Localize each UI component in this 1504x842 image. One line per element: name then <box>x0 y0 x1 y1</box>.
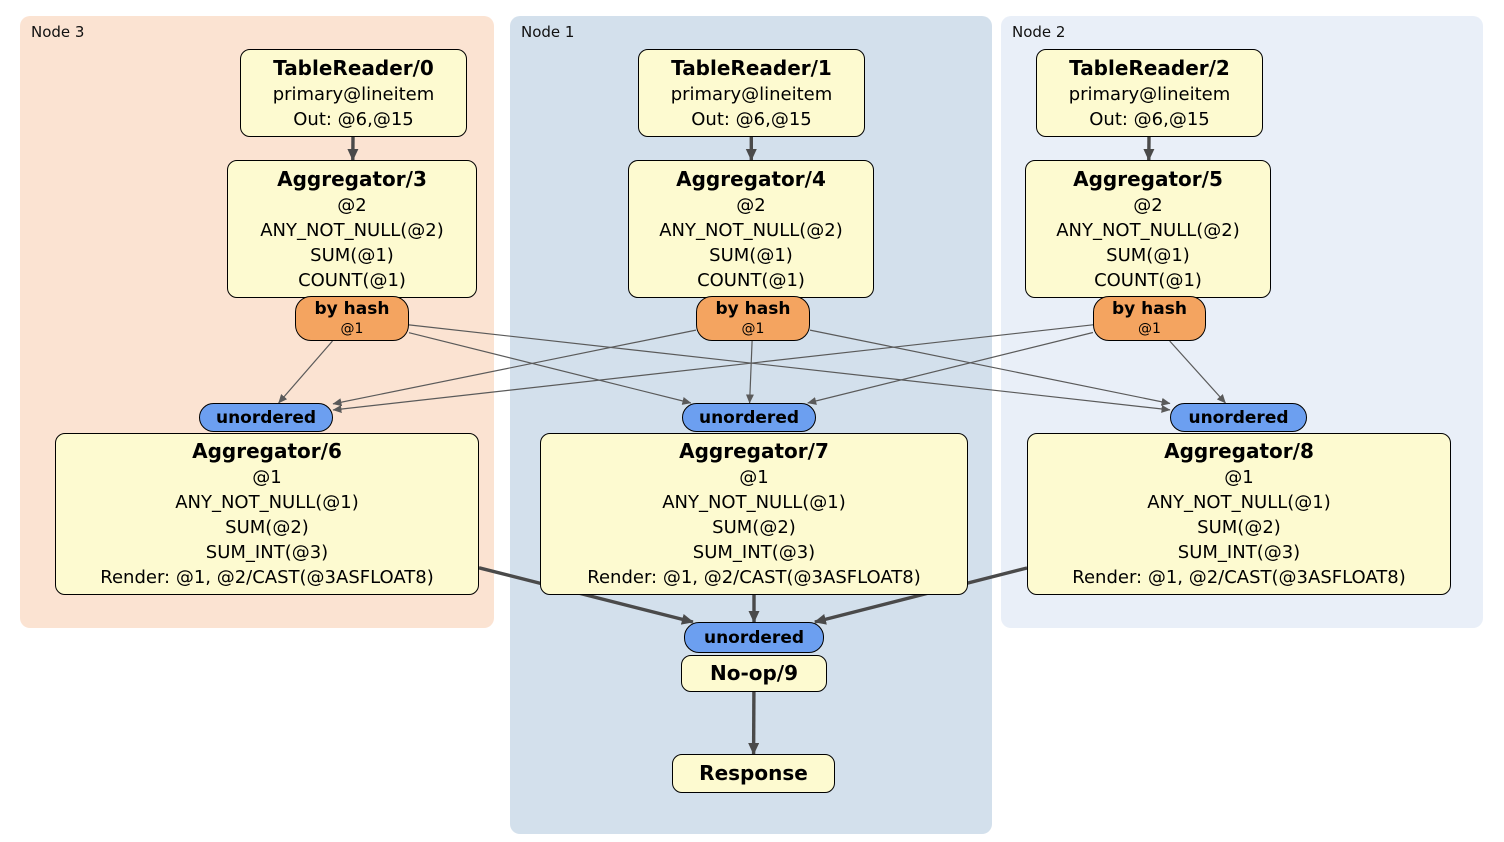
panel-node-1-label: Node 1 <box>521 23 575 41</box>
stream-unordered-6: unordered <box>199 403 333 432</box>
stream-unordered-7: unordered <box>682 403 816 432</box>
edge-bh4-to-un6 <box>332 329 697 407</box>
node-title: No-op/9 <box>709 661 799 685</box>
node-detail-line: SUM(@1) <box>1106 244 1190 266</box>
node-tablereader-1: TableReader/1 primary@lineitem Out: @6,@… <box>638 49 865 137</box>
node-detail-line: COUNT(@1) <box>298 269 406 291</box>
node-detail-line: Out: @6,@15 <box>1089 108 1210 130</box>
router-label: by hash <box>314 299 390 319</box>
router-label: by hash <box>715 299 791 319</box>
node-detail-line: ANY_NOT_NULL(@1) <box>662 492 846 513</box>
node-detail-line: @2 <box>337 194 367 216</box>
node-noop-9: No-op/9 <box>681 655 827 692</box>
node-detail-line: COUNT(@1) <box>697 269 805 291</box>
node-detail-line: SUM_INT(@3) <box>1177 542 1301 563</box>
edge-bh3-to-un7 <box>408 332 692 405</box>
node-title: Response <box>699 761 808 785</box>
node-aggregator-3: Aggregator/3 @2 ANY_NOT_NULL(@2) SUM(@1)… <box>227 160 477 298</box>
node-title: Aggregator/3 <box>277 166 427 191</box>
router-by-hash-3: by hash @1 <box>295 296 409 341</box>
node-detail-line: @1 <box>739 467 769 488</box>
node-detail-line: SUM(@1) <box>310 244 394 266</box>
node-title: TableReader/1 <box>671 55 832 80</box>
edge-bh5-to-un6 <box>332 324 1094 414</box>
node-detail-line: SUM(@1) <box>709 244 793 266</box>
node-detail-line: primary@lineitem <box>272 83 435 105</box>
node-detail-line: SUM_INT(@3) <box>692 542 816 563</box>
node-detail-line: primary@lineitem <box>1068 83 1231 105</box>
node-detail-line: @1 <box>1224 467 1254 488</box>
router-by-hash-5: by hash @1 <box>1093 296 1206 341</box>
stream-label: unordered <box>1188 407 1289 428</box>
node-detail-line: SUM(@2) <box>1197 517 1281 538</box>
edge-bh4-to-un8 <box>809 329 1171 406</box>
node-detail-line: ANY_NOT_NULL(@2) <box>659 219 843 241</box>
node-detail-line: @2 <box>736 194 766 216</box>
edge-agg8-to-un9 <box>813 566 1028 625</box>
stream-label: unordered <box>698 407 800 428</box>
node-title: Aggregator/8 <box>1164 439 1314 463</box>
node-detail-line: ANY_NOT_NULL(@2) <box>1056 219 1240 241</box>
node-title: Aggregator/6 <box>192 439 342 463</box>
panel-node-2-label: Node 2 <box>1012 23 1066 41</box>
node-detail-line: @2 <box>1133 194 1163 216</box>
node-detail-line: primary@lineitem <box>670 83 833 105</box>
panel-node-3-label: Node 3 <box>31 23 85 41</box>
stream-label: unordered <box>703 627 805 648</box>
node-detail-line: @1 <box>252 467 282 488</box>
node-detail-line: ANY_NOT_NULL(@1) <box>175 492 359 513</box>
node-title: TableReader/2 <box>1069 55 1230 80</box>
node-title: Aggregator/7 <box>679 439 829 463</box>
router-label: by hash <box>1112 299 1187 319</box>
node-title: Aggregator/5 <box>1073 166 1223 191</box>
edge-bh3-to-un8 <box>408 324 1171 413</box>
router-detail-line: @1 <box>1138 321 1161 337</box>
stream-unordered-final: unordered <box>684 622 824 653</box>
node-aggregator-5: Aggregator/5 @2 ANY_NOT_NULL(@2) SUM(@1)… <box>1025 160 1271 298</box>
node-detail-line: Render: @1, @2/CAST(@3ASFLOAT8) <box>1072 567 1406 588</box>
node-detail-line: ANY_NOT_NULL(@1) <box>1147 492 1331 513</box>
edge-bh5-to-un8 <box>1169 340 1226 404</box>
node-tablereader-2: TableReader/2 primary@lineitem Out: @6,@… <box>1036 49 1263 137</box>
node-aggregator-6: Aggregator/6 @1 ANY_NOT_NULL(@1) SUM(@2)… <box>55 433 479 595</box>
stream-label: unordered <box>215 407 317 428</box>
node-detail-line: SUM(@2) <box>712 517 796 538</box>
node-detail-line: SUM_INT(@3) <box>205 542 329 563</box>
node-detail-line: SUM(@2) <box>225 517 309 538</box>
stream-unordered-8: unordered <box>1170 403 1307 432</box>
node-response: Response <box>672 754 835 793</box>
node-detail-line: COUNT(@1) <box>1094 269 1202 291</box>
node-detail-line: ANY_NOT_NULL(@2) <box>260 219 444 241</box>
node-title: TableReader/0 <box>273 55 434 80</box>
node-detail-line: Out: @6,@15 <box>293 108 414 130</box>
edge-bh3-to-un6 <box>278 340 333 404</box>
node-detail-line: Render: @1, @2/CAST(@3ASFLOAT8) <box>100 567 434 588</box>
router-detail-line: @1 <box>741 321 765 337</box>
node-detail-line: Out: @6,@15 <box>691 108 812 130</box>
router-by-hash-4: by hash @1 <box>696 296 810 341</box>
node-aggregator-7: Aggregator/7 @1 ANY_NOT_NULL(@1) SUM(@2)… <box>540 433 968 595</box>
node-tablereader-0: TableReader/0 primary@lineitem Out: @6,@… <box>240 49 467 137</box>
edge-bh5-to-un7 <box>807 331 1094 405</box>
node-title: Aggregator/4 <box>676 166 826 191</box>
node-aggregator-8: Aggregator/8 @1 ANY_NOT_NULL(@1) SUM(@2)… <box>1027 433 1451 595</box>
node-aggregator-4: Aggregator/4 @2 ANY_NOT_NULL(@2) SUM(@1)… <box>628 160 874 298</box>
node-detail-line: Render: @1, @2/CAST(@3ASFLOAT8) <box>587 567 921 588</box>
edge-bh4-to-un7 <box>745 340 754 404</box>
router-detail-line: @1 <box>340 321 364 337</box>
